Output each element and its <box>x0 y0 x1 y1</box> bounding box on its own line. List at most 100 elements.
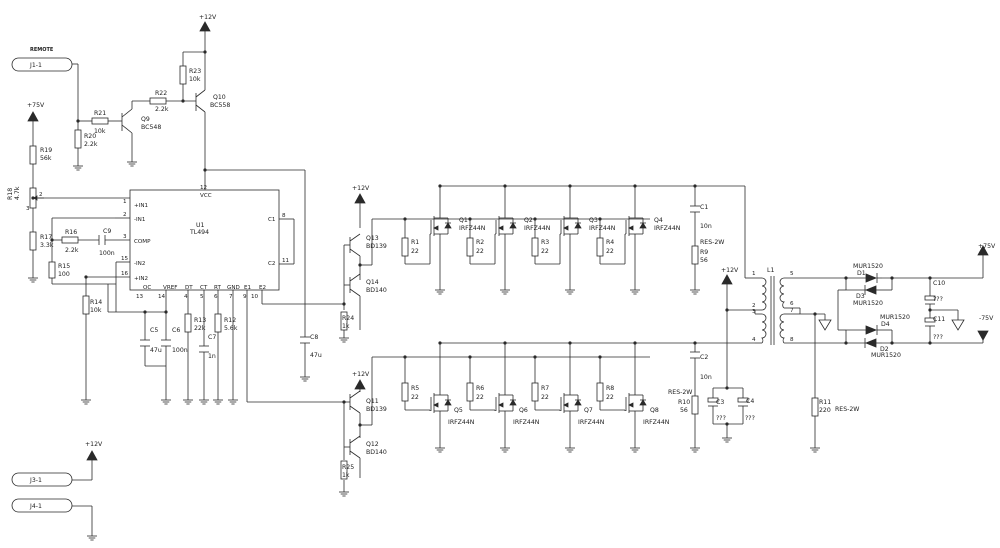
ic-pin-num: 14 <box>158 294 166 300</box>
ic-pin-name: VREF <box>163 285 177 291</box>
ground-icon <box>87 535 97 541</box>
junction-dot <box>84 275 88 279</box>
resistor-r14: R14 10k <box>82 295 102 315</box>
c1-ref: C1 <box>700 204 708 211</box>
r9-ref: R9 <box>700 249 708 256</box>
junction-dot <box>533 355 537 359</box>
r6-value: 22 <box>476 394 484 401</box>
power-75v-out: +75V <box>977 243 996 256</box>
body-diode-icon <box>574 222 582 229</box>
junction-dot <box>725 308 729 312</box>
r14-value: 10k <box>90 307 102 314</box>
power-12v-label: +12V <box>721 267 739 274</box>
connector-j1[interactable]: J1-1 <box>11 57 73 72</box>
arrow-icon <box>628 402 634 408</box>
ic-pin-num: 13 <box>136 294 144 300</box>
c4-value: ??? <box>745 415 755 422</box>
r23-value: 10k <box>189 76 201 83</box>
connector-j3[interactable]: J3-1 <box>11 472 73 487</box>
body-diode-icon <box>444 222 452 229</box>
l1-pin: 1 <box>752 271 756 277</box>
power-12v-label: +12V <box>199 14 217 21</box>
c6-value: 100n <box>172 347 188 354</box>
junction-dot <box>468 217 472 221</box>
c11-value: ??? <box>933 334 943 341</box>
transistor-q10: Q10 BC558 <box>210 94 230 109</box>
junction-dot <box>438 341 442 345</box>
junction-dot <box>31 196 35 200</box>
ground-icon <box>565 289 575 295</box>
q5-value: IRFZ44N <box>448 419 475 426</box>
r17-ref: R17 <box>40 234 52 241</box>
junction-dot <box>725 422 729 426</box>
resistor-r11: R11 220 RES-2W <box>811 397 859 417</box>
r1-value: 22 <box>411 248 419 255</box>
mosfet-q2 <box>495 186 517 290</box>
ic-pin-num: 7 <box>229 294 233 300</box>
ground-icon <box>500 447 510 453</box>
r3-value: 22 <box>541 248 549 255</box>
ic-pin-name: COMP <box>134 239 151 245</box>
power-12v-label: +12V <box>85 441 103 448</box>
capacitor-c10: C10 ??? <box>924 280 945 305</box>
body-diode-icon <box>444 399 452 406</box>
junction-dot <box>164 310 168 314</box>
junction-dot <box>633 184 637 188</box>
c10-ref: C10 <box>933 280 945 287</box>
junction-dot <box>928 276 932 280</box>
arrow-icon <box>498 225 504 231</box>
junction-dot <box>342 302 346 306</box>
power-12v-label: +12V <box>352 371 370 378</box>
c8-value: 47u <box>310 352 322 359</box>
power-12v-j3: +12V <box>85 441 103 461</box>
junction-dot <box>403 217 407 221</box>
r20-value: 2.2k <box>84 141 98 148</box>
ground-icon <box>213 399 223 405</box>
r9-value: 56 <box>700 257 708 264</box>
q14-ref: Q14 <box>366 279 379 286</box>
gate-resistor-r3 <box>531 237 539 257</box>
r25-ref: R25 <box>342 464 354 471</box>
d1-ref: D1 <box>857 270 866 277</box>
ic-pin-num: 2 <box>123 212 127 218</box>
resistor-r18-pot[interactable]: R18 4.7k 2 3 <box>7 186 44 212</box>
resistor-r15: R15 100 <box>48 261 70 279</box>
diode-d2: D2 MUR1520 <box>864 338 901 359</box>
r18-ref: R18 <box>7 188 14 200</box>
ground-icon <box>500 289 510 295</box>
c2-value: 10n <box>700 374 712 381</box>
c11-ref: C11 <box>933 316 945 323</box>
q5-ref: Q5 <box>454 407 463 414</box>
junction-dot <box>568 184 572 188</box>
r5-value: 22 <box>411 394 419 401</box>
transistor-q11: Q11 BD139 <box>366 398 387 413</box>
c4-ref: C4 <box>746 398 754 405</box>
power-12v-l1: +12V <box>721 267 739 285</box>
r10-type: RES-2W <box>668 389 692 396</box>
ground-icon <box>81 399 91 405</box>
r15-value: 100 <box>58 271 70 278</box>
r21-value: 10k <box>94 128 106 135</box>
power-12v-q11: +12V <box>352 371 370 390</box>
resistor-r25: R25 1k <box>340 460 354 480</box>
c9-value: 100n <box>99 250 115 257</box>
ground-icon <box>630 289 640 295</box>
mosfet-q8 <box>625 343 647 448</box>
q2-value: IRFZ44N <box>524 225 551 232</box>
resistor-r20: R20 2.2k <box>74 129 98 149</box>
junction-dot <box>76 119 80 123</box>
mosfet-q1 <box>430 186 452 290</box>
resistor-r9: RES-2W R9 56 <box>691 239 724 265</box>
power-75v-out-label: +75V <box>978 243 996 250</box>
power-m75v-out-label: -75V <box>979 315 994 322</box>
connector-j1-label: J1-1 <box>29 62 42 69</box>
junction-dot <box>725 386 729 390</box>
junction-dot <box>503 341 507 345</box>
ic-pin-num: 1 <box>123 199 127 205</box>
ground-icon <box>127 161 137 167</box>
connector-j4[interactable]: J4-1 <box>11 498 73 513</box>
r1-ref: R1 <box>411 239 419 246</box>
diode-d4: D4 MUR1520 <box>865 314 910 335</box>
d3-value: MUR1520 <box>853 300 883 307</box>
q11-value: BD139 <box>366 406 387 413</box>
